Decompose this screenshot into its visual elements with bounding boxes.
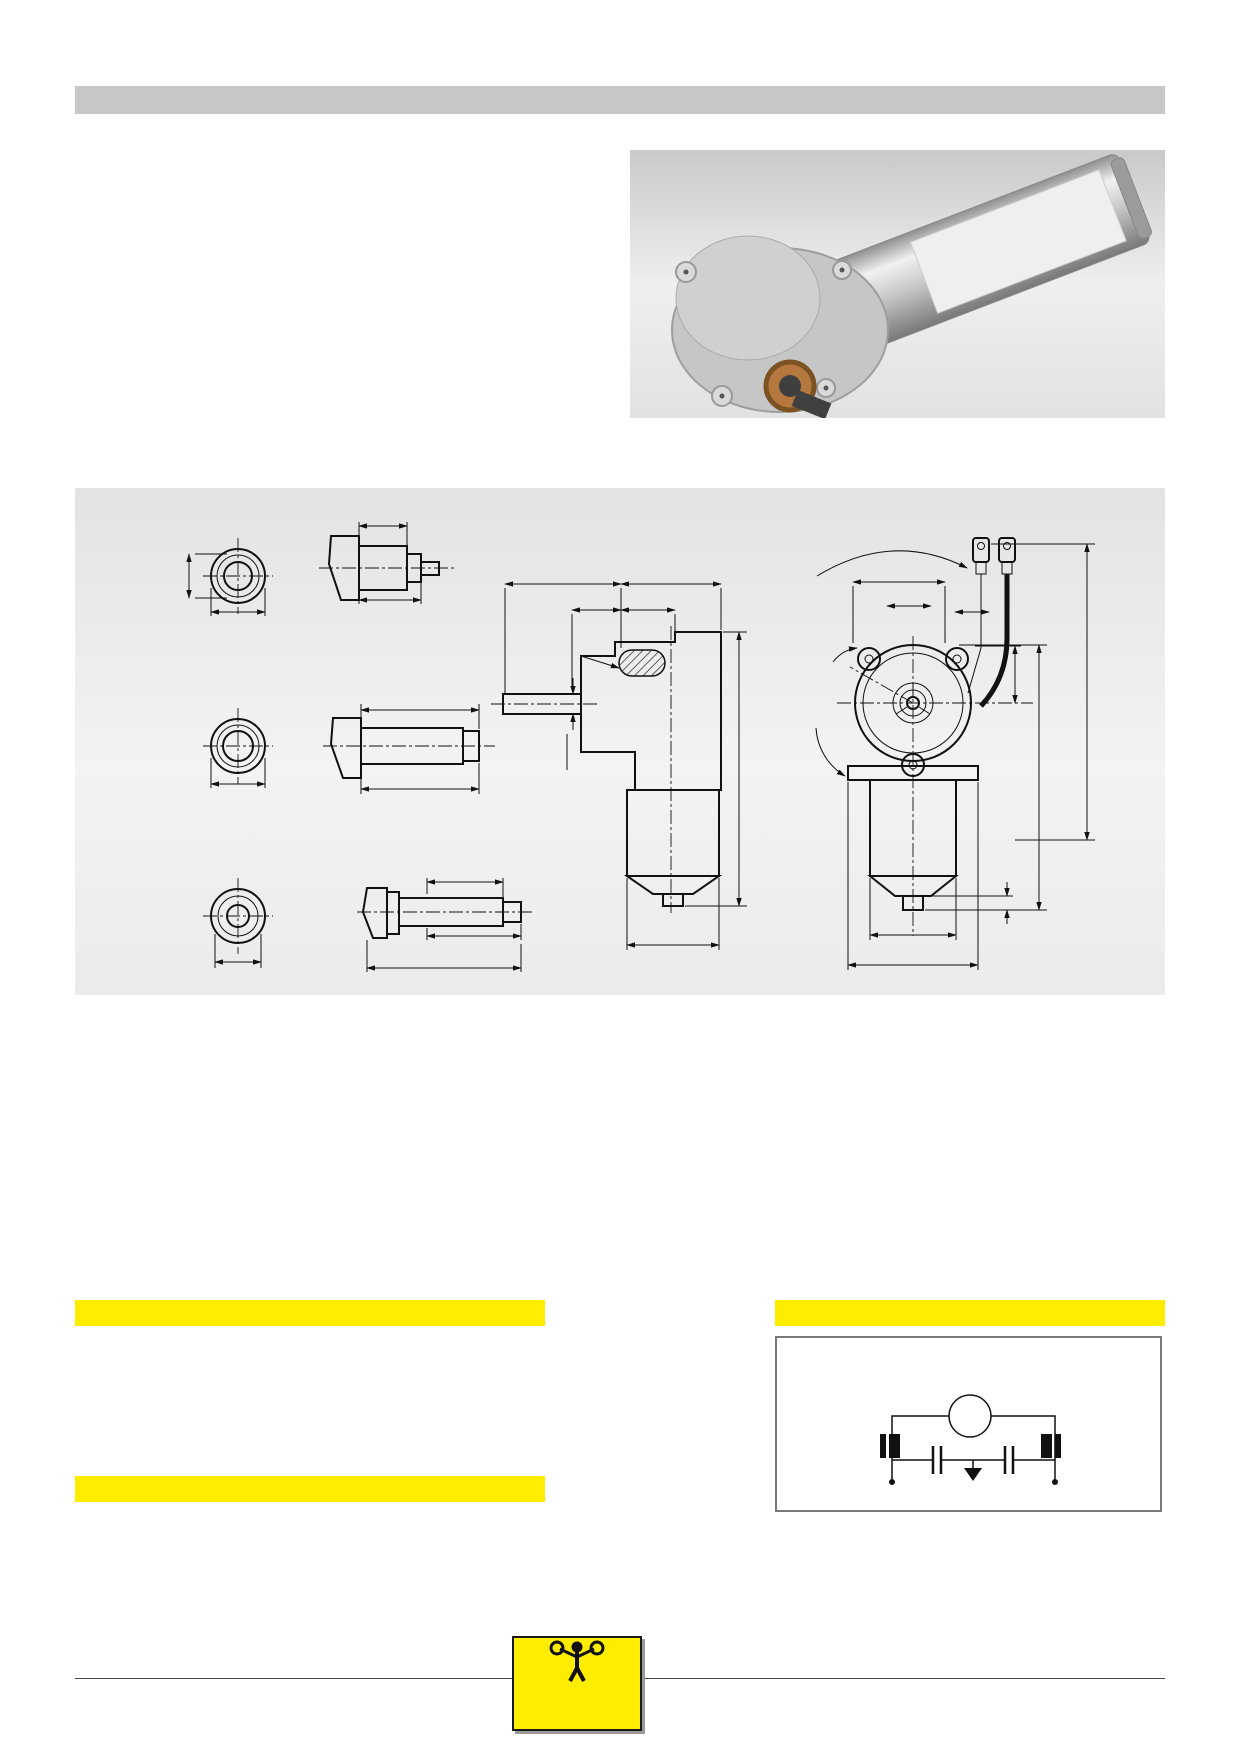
page-title: [75, 86, 1165, 114]
gearbox-housing: [671, 235, 889, 420]
logo-figure-icon: [549, 1640, 605, 1682]
technical-drawing-panel: [75, 488, 1165, 995]
inductor-symbols: [880, 1434, 1061, 1485]
shaft-type-b-drawing: [203, 704, 495, 794]
madler-logo: [512, 1636, 642, 1731]
shaft-type-c-drawing: [203, 878, 533, 972]
motor-side-view-drawing: [491, 581, 747, 950]
output-shaft: [791, 390, 832, 420]
shaft-type-a-drawing: [186, 522, 455, 616]
note-text: [75, 1508, 583, 1520]
motor-photo-illustration: [630, 150, 1165, 420]
product-photo: [630, 150, 1165, 420]
description-block: [75, 127, 620, 136]
suppression-circuit-box: [775, 1336, 1162, 1512]
motor-front-view-drawing: [815, 537, 1095, 970]
motor-label-sticker: [909, 169, 1127, 314]
section-other-dimensions: [75, 1300, 545, 1326]
section-suppression: [775, 1300, 1165, 1326]
logo-box: [512, 1636, 642, 1731]
section-note: [75, 1476, 545, 1502]
